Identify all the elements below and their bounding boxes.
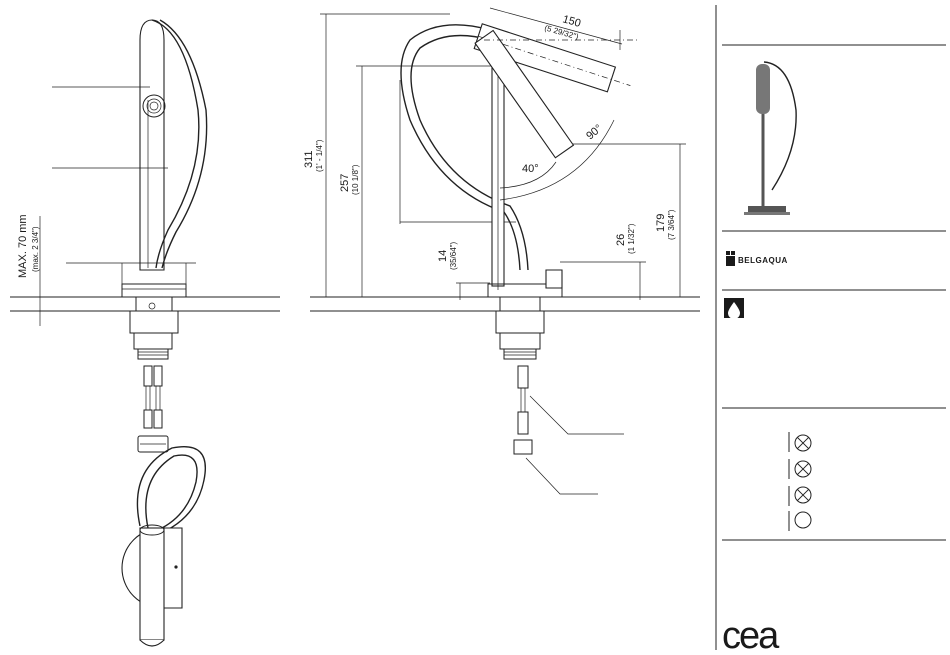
dim-179-label: 179 xyxy=(655,214,667,232)
front-view: MAX. 70 mm (max. 2 3/4") xyxy=(10,20,280,452)
dim-26-inch-label: (1 1/32") xyxy=(627,223,636,254)
dim-257-label: 257 xyxy=(339,174,351,192)
dim-14-label: 14 xyxy=(437,250,449,262)
crossed-circle-icon xyxy=(795,461,811,477)
info-panel: BELGAQUA xyxy=(716,5,946,655)
empty-circle-icon xyxy=(795,512,811,528)
max-thickness-label: MAX. 70 mm xyxy=(17,214,29,278)
angle-90-label: 90° xyxy=(584,122,604,142)
dim-150-label: 150 xyxy=(561,13,582,30)
dim-14-inch-label: (35/64") xyxy=(449,241,458,270)
faucet-thumbnail xyxy=(744,62,796,215)
crossed-circle-icon xyxy=(795,435,811,451)
dim-257-inch-label: (10 1/8") xyxy=(351,164,360,195)
cea-logo: cea xyxy=(722,615,780,655)
top-view xyxy=(122,447,205,646)
dim-26-label: 26 xyxy=(615,234,627,246)
dim-311-inch-label: (1' - 1/4") xyxy=(315,139,324,172)
dim-179-inch-label: (7 3/64") xyxy=(667,209,676,240)
side-view: 311 (1' - 1/4") 257 (10 1/8") 14 (35/64"… xyxy=(303,8,700,494)
angle-40-label: 40° xyxy=(522,163,539,175)
crossed-circle-icon xyxy=(795,487,811,503)
belgaqua-logo: BELGAQUA xyxy=(726,251,788,266)
max-thickness-inch-label: (max. 2 3/4") xyxy=(31,226,40,272)
water-drop-icon xyxy=(724,298,744,319)
symbol-legend xyxy=(789,432,811,531)
dim-311-label: 311 xyxy=(303,150,315,168)
belgaqua-label: BELGAQUA xyxy=(738,256,788,265)
